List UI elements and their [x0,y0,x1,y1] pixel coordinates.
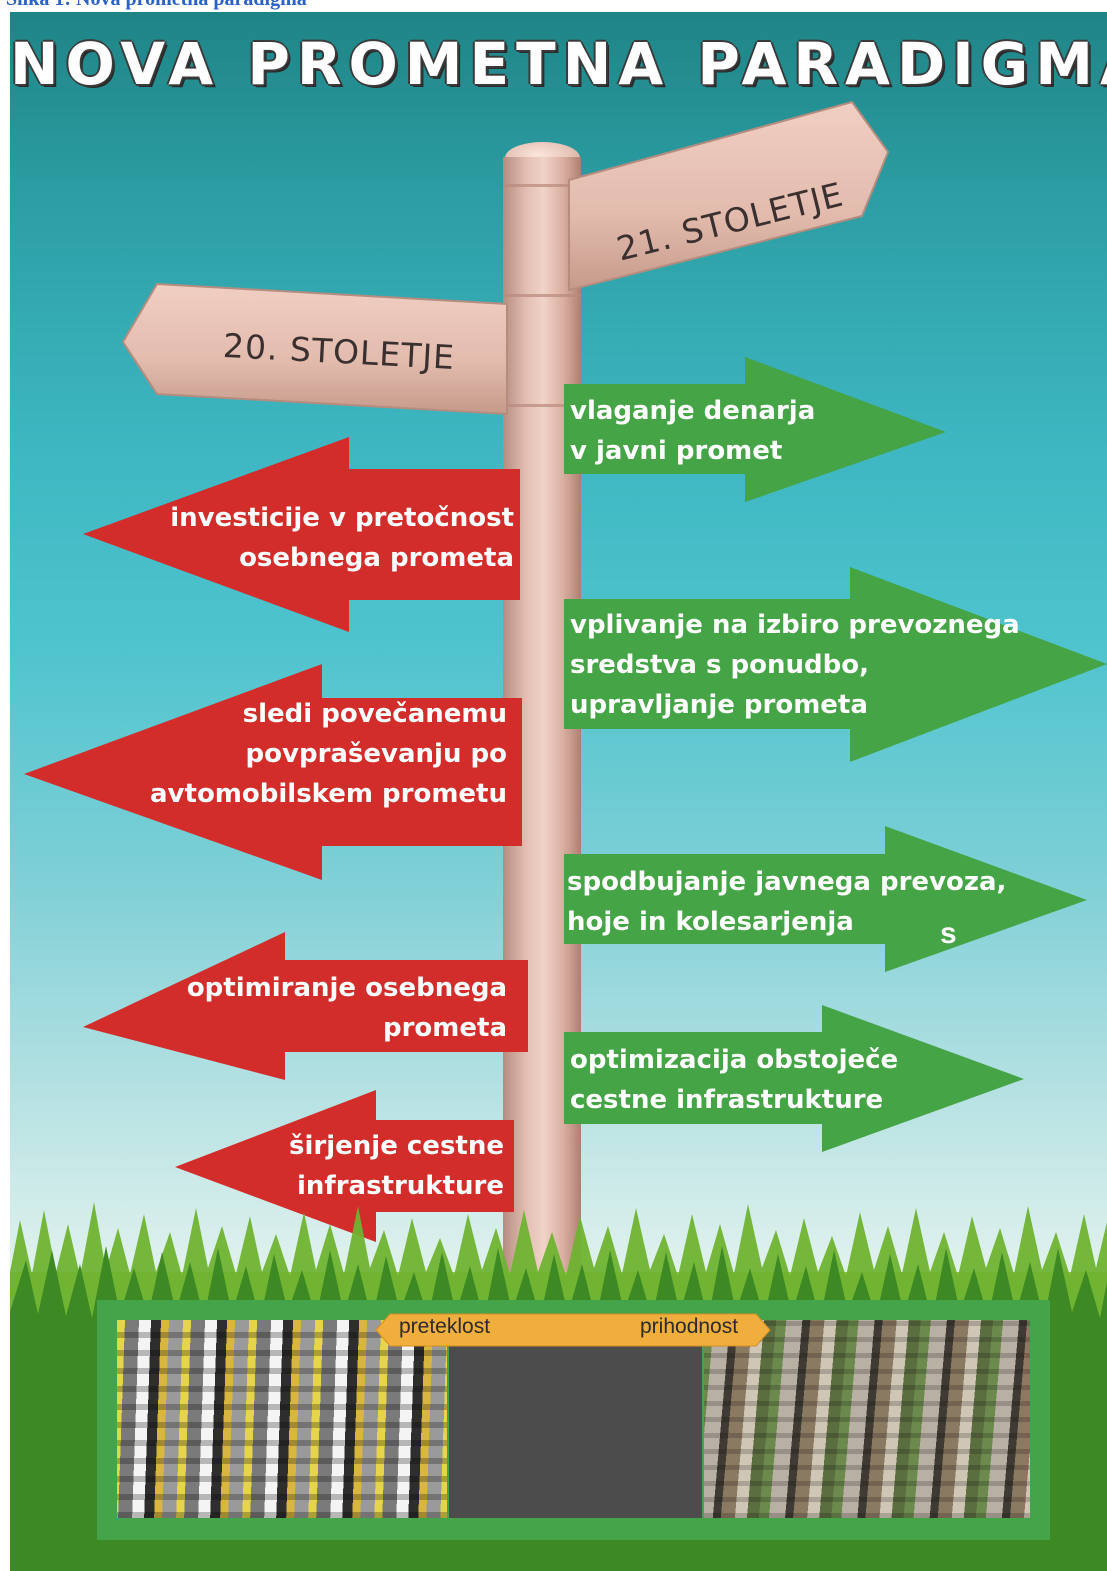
text-line: optimizacija obstoječe [570,1045,899,1075]
text-line: v javni promet [570,436,783,466]
right-arrow-2-text: vplivanje na izbiro prevoznega sredstva … [570,605,1020,725]
timeline-future-label: prihodnost [640,1315,739,1338]
text-line: spodbujanje javnega prevoza, [567,867,1007,897]
photo-divider-panel [449,1320,702,1518]
pedestrian-street-photo [704,1320,1030,1518]
right-arrow-3 [564,826,1087,972]
left-arrow-1-text: investicije v pretočnost osebnega promet… [170,498,514,578]
poster-title: NOVA PROMETNA PARADIGMA [10,30,1107,98]
text-line: širjenje cestne [289,1131,504,1161]
text-line: cestne infrastrukture [570,1085,884,1115]
timeline-past-label: preteklost [399,1315,491,1338]
left-arrow-2 [24,664,522,880]
right-arrow-4-text: optimizacija obstoječe cestne infrastruk… [570,1040,898,1120]
left-arrow-4 [175,1090,514,1242]
text-line: prometa [383,1013,507,1043]
right-arrow-4 [564,1005,1024,1152]
text-line: investicije v pretočnost [170,503,514,533]
text-line: povpraševanju po [245,739,507,769]
right-arrow-2 [564,567,1107,762]
text-line: optimiranje osebnega [186,973,507,1003]
left-arrow-3-text: optimiranje osebnega prometa [187,968,507,1048]
right-arrow-1-text: vlaganje denarja v javni promet [570,391,815,471]
sign-20-plank [121,282,508,416]
left-arrow-1 [83,437,520,632]
text-line: hoje in kolesarjenja [567,907,854,937]
left-arrow-4-text: širjenje cestne infrastrukture [289,1126,504,1206]
poster: NOVA PROMETNA PARADIGMA 20. STOLETJE 21.… [10,12,1107,1571]
stray-letter: s [940,917,957,950]
text-line: upravljanje prometa [570,690,868,720]
text-line: sledi povečanemu [242,699,507,729]
text-line: osebnega prometa [239,543,514,573]
comparison-photo-frame: preteklost prihodnost [97,1300,1050,1540]
post-ring [503,294,581,297]
traffic-jam-photo [117,1320,447,1518]
post-ring [503,404,581,407]
left-arrow-3 [83,932,528,1080]
figure-caption: Slika 1: Nova prometna paradigma [6,0,307,11]
left-arrow-2-text: sledi povečanemu povpraševanju po avtomo… [150,694,507,814]
timeline-arrow-bar [375,1313,771,1347]
text-line: sredstva s ponudbo, [570,650,869,680]
post-ring [503,184,581,187]
right-arrow-1 [564,357,946,502]
direction-arrows [24,357,1107,1242]
text-line: avtomobilskem prometu [150,779,507,809]
text-line: vplivanje na izbiro prevoznega [570,610,1020,640]
sign-planks [121,100,890,416]
text-line: vlaganje denarja [570,396,816,426]
right-arrow-3-text: spodbujanje javnega prevoza, hoje in kol… [567,862,1006,942]
sign-21-plank [568,100,890,292]
text-line: infrastrukture [296,1171,504,1201]
